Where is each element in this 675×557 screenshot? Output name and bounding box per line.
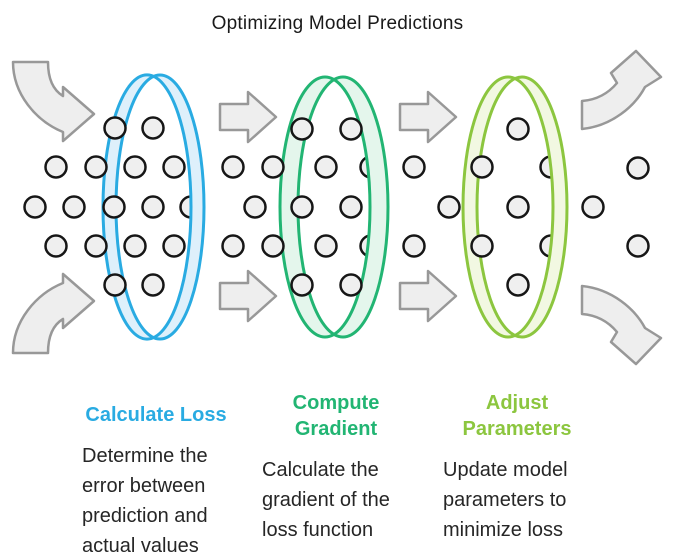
- node-circle-over: [44, 155, 68, 179]
- node-circle-over: [290, 195, 314, 219]
- stage-description-compute-gradient: Calculate the gradient of the loss funct…: [262, 459, 390, 541]
- node-circle-over: [290, 273, 314, 297]
- node-circle-over: [23, 195, 47, 219]
- node-circle-over: [290, 117, 314, 141]
- node-circle-over: [470, 234, 494, 258]
- flow-arrow-icon: [218, 269, 278, 323]
- node-circle-over: [162, 234, 186, 258]
- node-circle-over: [84, 155, 108, 179]
- stage-adjust-parameters: Adjust Parameters Update model parameter…: [443, 390, 591, 545]
- node-circle-over: [314, 155, 338, 179]
- stage-description-calculate-loss: Determine the error between prediction a…: [82, 445, 208, 557]
- node-circle-over: [162, 155, 186, 179]
- node-circle-over: [437, 195, 461, 219]
- node-circle-over: [123, 234, 147, 258]
- node-circle-over: [243, 195, 267, 219]
- node-circle-over: [314, 234, 338, 258]
- stage-calculate-loss: Calculate Loss Determine the error betwe…: [82, 402, 230, 557]
- node-circle-over: [506, 195, 530, 219]
- node-circle-over: [402, 155, 426, 179]
- stage-ring-compute-gradient: [278, 75, 390, 339]
- node-circle-over: [84, 234, 108, 258]
- node-circle-over: [339, 273, 363, 297]
- node-circle-over: [221, 234, 245, 258]
- node-circle-over: [123, 155, 147, 179]
- node-circle-over: [339, 195, 363, 219]
- stage-ring-adjust-parameters: [461, 75, 569, 339]
- stage-compute-gradient: Compute Gradient Calculate the gradient …: [262, 390, 410, 545]
- node-circle-over: [103, 116, 127, 140]
- node-circle-over: [102, 195, 126, 219]
- node-circle-over: [506, 273, 530, 297]
- node-circle-over: [62, 195, 86, 219]
- node-circle-over: [402, 234, 426, 258]
- node-circle-over: [141, 116, 165, 140]
- stage-description-adjust-parameters: Update model parameters to minimize loss: [443, 459, 568, 541]
- flow-out-top-arrow-icon: [580, 49, 663, 131]
- node-circle-over: [626, 156, 650, 180]
- flow-arrow-icon: [398, 90, 458, 144]
- node-circle-over: [103, 273, 127, 297]
- stage-heading-calculate-loss: Calculate Loss: [85, 404, 227, 426]
- node-circle-over: [470, 155, 494, 179]
- node-circle-over: [141, 273, 165, 297]
- stage-heading-adjust-parameters: Adjust Parameters: [462, 392, 572, 440]
- flow-in-top-arrow-icon: [11, 60, 96, 143]
- flow-arrow-icon: [218, 90, 278, 144]
- flow-in-bottom-arrow-icon: [11, 272, 96, 355]
- node-circle-over: [44, 234, 68, 258]
- node-circle-over: [141, 195, 165, 219]
- stage-heading-compute-gradient: Compute Gradient: [292, 392, 380, 440]
- node-circle-over: [221, 155, 245, 179]
- stage-ring-calculate-loss: [101, 73, 206, 341]
- node-circle-over: [261, 234, 285, 258]
- node-circle-over: [339, 117, 363, 141]
- node-circle-over: [581, 195, 605, 219]
- node-circle-over: [626, 234, 650, 258]
- node-circle-over: [261, 155, 285, 179]
- page-title: Optimizing Model Predictions: [211, 13, 464, 34]
- flow-arrow-icon: [398, 269, 458, 323]
- node-circle-over: [506, 117, 530, 141]
- flow-out-bottom-arrow-icon: [580, 284, 663, 366]
